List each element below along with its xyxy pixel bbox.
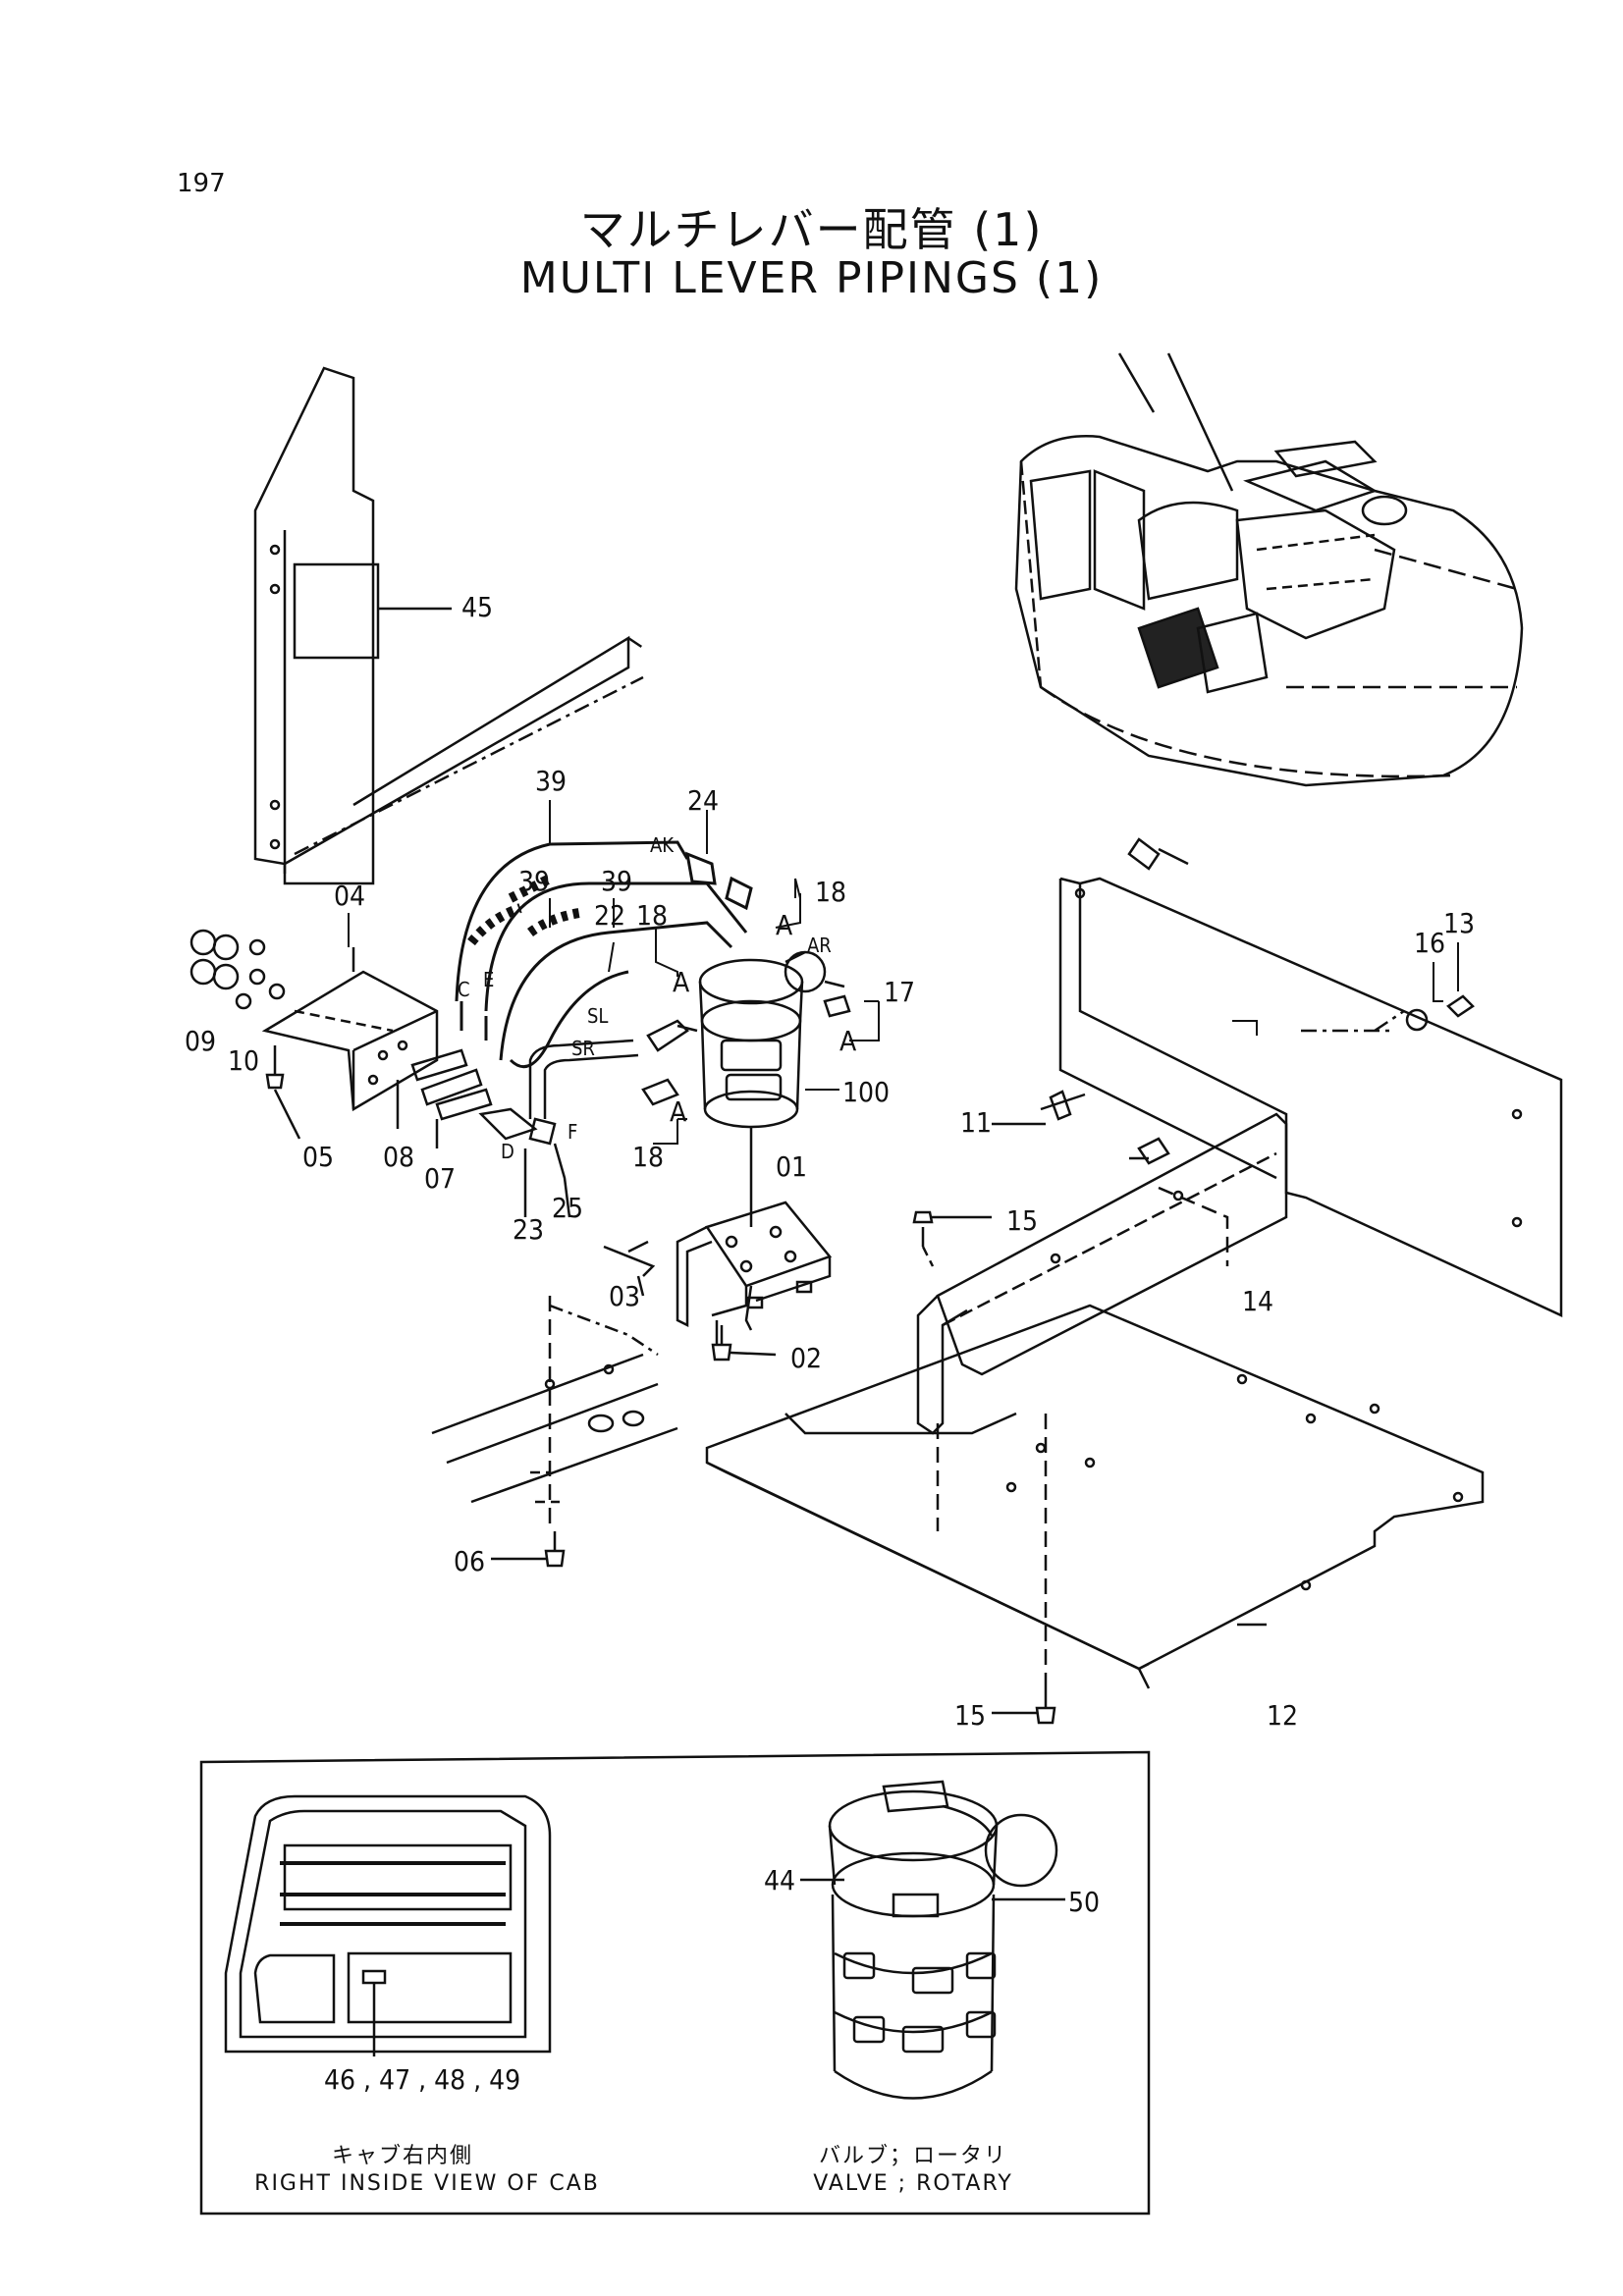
port-label-a: A <box>839 1025 857 1057</box>
valve-caption-japanese: バルブ；ロータリ <box>818 2144 1007 2168</box>
callout-07: 07 <box>424 1162 456 1195</box>
pipes-23-25 <box>478 1039 639 1218</box>
callout-39: 39 <box>518 865 550 897</box>
port-labels: AK AR A A A A C E SL SR D F <box>458 833 857 1163</box>
callout-15: 15 <box>1006 1204 1038 1237</box>
callout-14: 14 <box>1242 1285 1273 1317</box>
callout-50: 50 <box>1068 1886 1100 1918</box>
port-label-sl: SL <box>587 1004 608 1028</box>
bolt-15-top <box>912 1210 992 1267</box>
port-label-f: F <box>568 1120 577 1144</box>
callout-10: 10 <box>228 1044 259 1077</box>
callout-17: 17 <box>884 976 915 1008</box>
rotary-valve-inset <box>800 1780 1065 2100</box>
callout-12: 12 <box>1267 1699 1298 1732</box>
cab-caption-japanese: キャブ右内側 <box>331 2144 473 2168</box>
callout-06: 06 <box>454 1545 485 1577</box>
callout-16: 16 <box>1414 927 1445 959</box>
callout-01: 01 <box>776 1150 807 1183</box>
callout-22: 22 <box>594 899 625 932</box>
callout-25: 25 <box>552 1192 583 1224</box>
callout-02: 02 <box>790 1342 822 1374</box>
callout-39: 39 <box>601 865 632 897</box>
port-label-d: D <box>501 1140 514 1163</box>
bracket-01 <box>676 1201 833 1345</box>
callout-45: 45 <box>461 591 493 623</box>
port-label-a: A <box>670 1095 687 1128</box>
valve-caption-english: VALVE ; ROTARY <box>813 2171 1013 2196</box>
rear-panel <box>1058 837 1563 1317</box>
port-label-a: A <box>673 966 690 998</box>
hoses-39 <box>455 840 753 1069</box>
callout-08: 08 <box>383 1141 414 1173</box>
bolt-15-bottom <box>992 1688 1056 1725</box>
port-label-ar: AR <box>807 934 832 957</box>
callout-labels: 45 39 39 39 24 18 18 18 04 22 17 16 13 0… <box>185 591 1475 2096</box>
bolt-02 <box>711 1325 777 1362</box>
callout-46-47-48-49: 46 , 47 , 48 , 49 <box>324 2063 520 2096</box>
cab-side-panel <box>253 366 644 885</box>
floor-plate-12 <box>705 1304 1485 1689</box>
callout-leaders <box>348 800 1459 1145</box>
callout-18: 18 <box>636 899 668 932</box>
callout-11: 11 <box>960 1106 992 1139</box>
callout-18: 18 <box>815 876 846 908</box>
callout-05: 05 <box>302 1141 334 1173</box>
port-label-a: A <box>776 909 793 941</box>
floor-rails <box>431 1296 678 1531</box>
cab-right-inside-view <box>224 1794 552 2056</box>
bracket-04-assembly <box>189 929 439 1140</box>
callout-44: 44 <box>764 1864 795 1896</box>
pin-03 <box>603 1240 656 1297</box>
port-label-sr: SR <box>571 1037 595 1060</box>
title-english: MULTI LEVER PIPINGS (1) <box>519 253 1104 303</box>
port-label-ak: AK <box>650 833 675 857</box>
cab-caption-english: RIGHT INSIDE VIEW OF CAB <box>254 2171 600 2196</box>
excavator-overview-drawing <box>1014 352 1524 787</box>
page-number: 197 <box>177 169 226 198</box>
port-label-e: E <box>483 968 494 991</box>
port-label-c: C <box>458 978 470 1001</box>
bracket-14 <box>916 1112 1288 1435</box>
rotary-valve-100 <box>641 950 851 1227</box>
callout-23: 23 <box>513 1213 544 1246</box>
callout-04: 04 <box>334 880 365 912</box>
fittings-07-08 <box>396 1048 493 1148</box>
bolt-06 <box>491 1531 566 1568</box>
callout-13: 13 <box>1443 907 1475 939</box>
inset-frame <box>199 1750 1151 2216</box>
callout-24: 24 <box>687 784 719 817</box>
callout-03: 03 <box>609 1280 640 1312</box>
callout-09: 09 <box>185 1025 216 1057</box>
title-japanese: マルチレバー配管 (1) <box>579 203 1044 256</box>
callout-15: 15 <box>954 1699 986 1732</box>
callout-100: 100 <box>842 1076 890 1108</box>
callout-18: 18 <box>632 1141 664 1173</box>
bolt-11 <box>992 1090 1086 1126</box>
callout-39: 39 <box>535 765 567 797</box>
